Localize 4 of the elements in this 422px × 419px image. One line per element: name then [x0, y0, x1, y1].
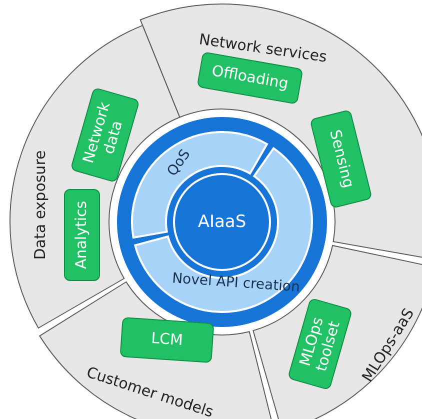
- service-tile: Analytics: [64, 189, 100, 282]
- section-heading: Data exposure: [31, 150, 49, 260]
- hub-label: AIaaS: [198, 212, 246, 232]
- segment-label: Novel API creation: [172, 270, 300, 296]
